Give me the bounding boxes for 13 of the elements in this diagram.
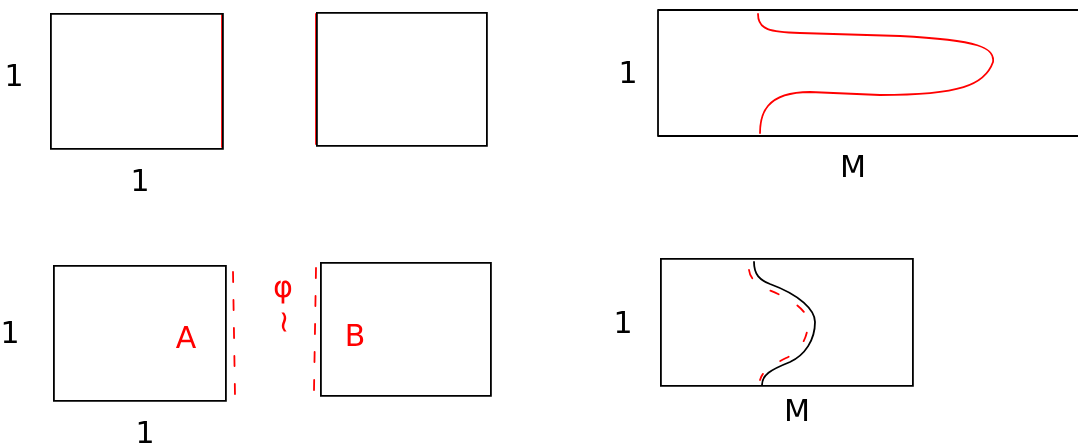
box [50, 13, 224, 150]
axis-label: φ [274, 280, 292, 304]
axis-label: 1 [616, 311, 630, 333]
labeled-box: B [320, 262, 492, 397]
box [660, 258, 914, 387]
box [657, 9, 1078, 137]
labeled-box: A [53, 265, 227, 402]
box [316, 12, 488, 147]
axis-label: 1 [3, 321, 17, 343]
axis-label: 1 [133, 169, 147, 191]
axis-label: 1 [7, 64, 21, 86]
axis-label: M [843, 155, 864, 177]
axis-label: ≀ [281, 312, 287, 332]
